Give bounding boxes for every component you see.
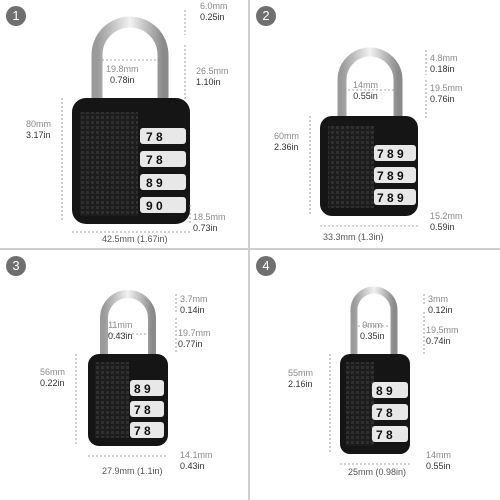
svg-text:8 9: 8 9 xyxy=(146,176,163,190)
panel-number-badge: 2 xyxy=(256,6,276,26)
svg-text:7 8: 7 8 xyxy=(376,428,393,442)
horizontal-divider xyxy=(0,248,500,250)
panel-number-badge: 1 xyxy=(6,6,26,26)
svg-text:9 0: 9 0 xyxy=(146,199,163,213)
svg-text:7 8 9: 7 8 9 xyxy=(377,169,404,183)
svg-text:7 8: 7 8 xyxy=(134,403,151,417)
padlock-3-illustration: 8 9 7 8 7 8 xyxy=(75,290,177,457)
vertical-divider xyxy=(248,0,250,500)
padlock-1-illustration: 7 8 7 8 8 9 9 0 xyxy=(61,10,191,233)
panel-number-badge: 4 xyxy=(256,256,276,276)
width-dimension: 25mm (0.98in) xyxy=(348,467,407,477)
width-dimension: 33.3mm (1.3in) xyxy=(323,232,384,242)
panel-number-badge: 3 xyxy=(6,256,26,276)
padlock-4-illustration: 8 9 7 8 7 8 xyxy=(329,286,425,465)
padlock-2-illustration: 7 8 9 7 8 9 7 8 9 xyxy=(309,47,427,227)
width-dimension: 42.5mm (1.67in) xyxy=(102,234,168,244)
svg-text:7 8 9: 7 8 9 xyxy=(377,191,404,205)
svg-text:7 8: 7 8 xyxy=(146,130,163,144)
svg-text:7 8 9: 7 8 9 xyxy=(377,147,404,161)
svg-text:7 8: 7 8 xyxy=(146,153,163,167)
svg-text:7 8: 7 8 xyxy=(134,424,151,438)
svg-text:7 8: 7 8 xyxy=(376,406,393,420)
svg-text:8 9: 8 9 xyxy=(376,384,393,398)
svg-text:8 9: 8 9 xyxy=(134,382,151,396)
width-dimension: 27.9mm (1.1in) xyxy=(102,466,163,476)
